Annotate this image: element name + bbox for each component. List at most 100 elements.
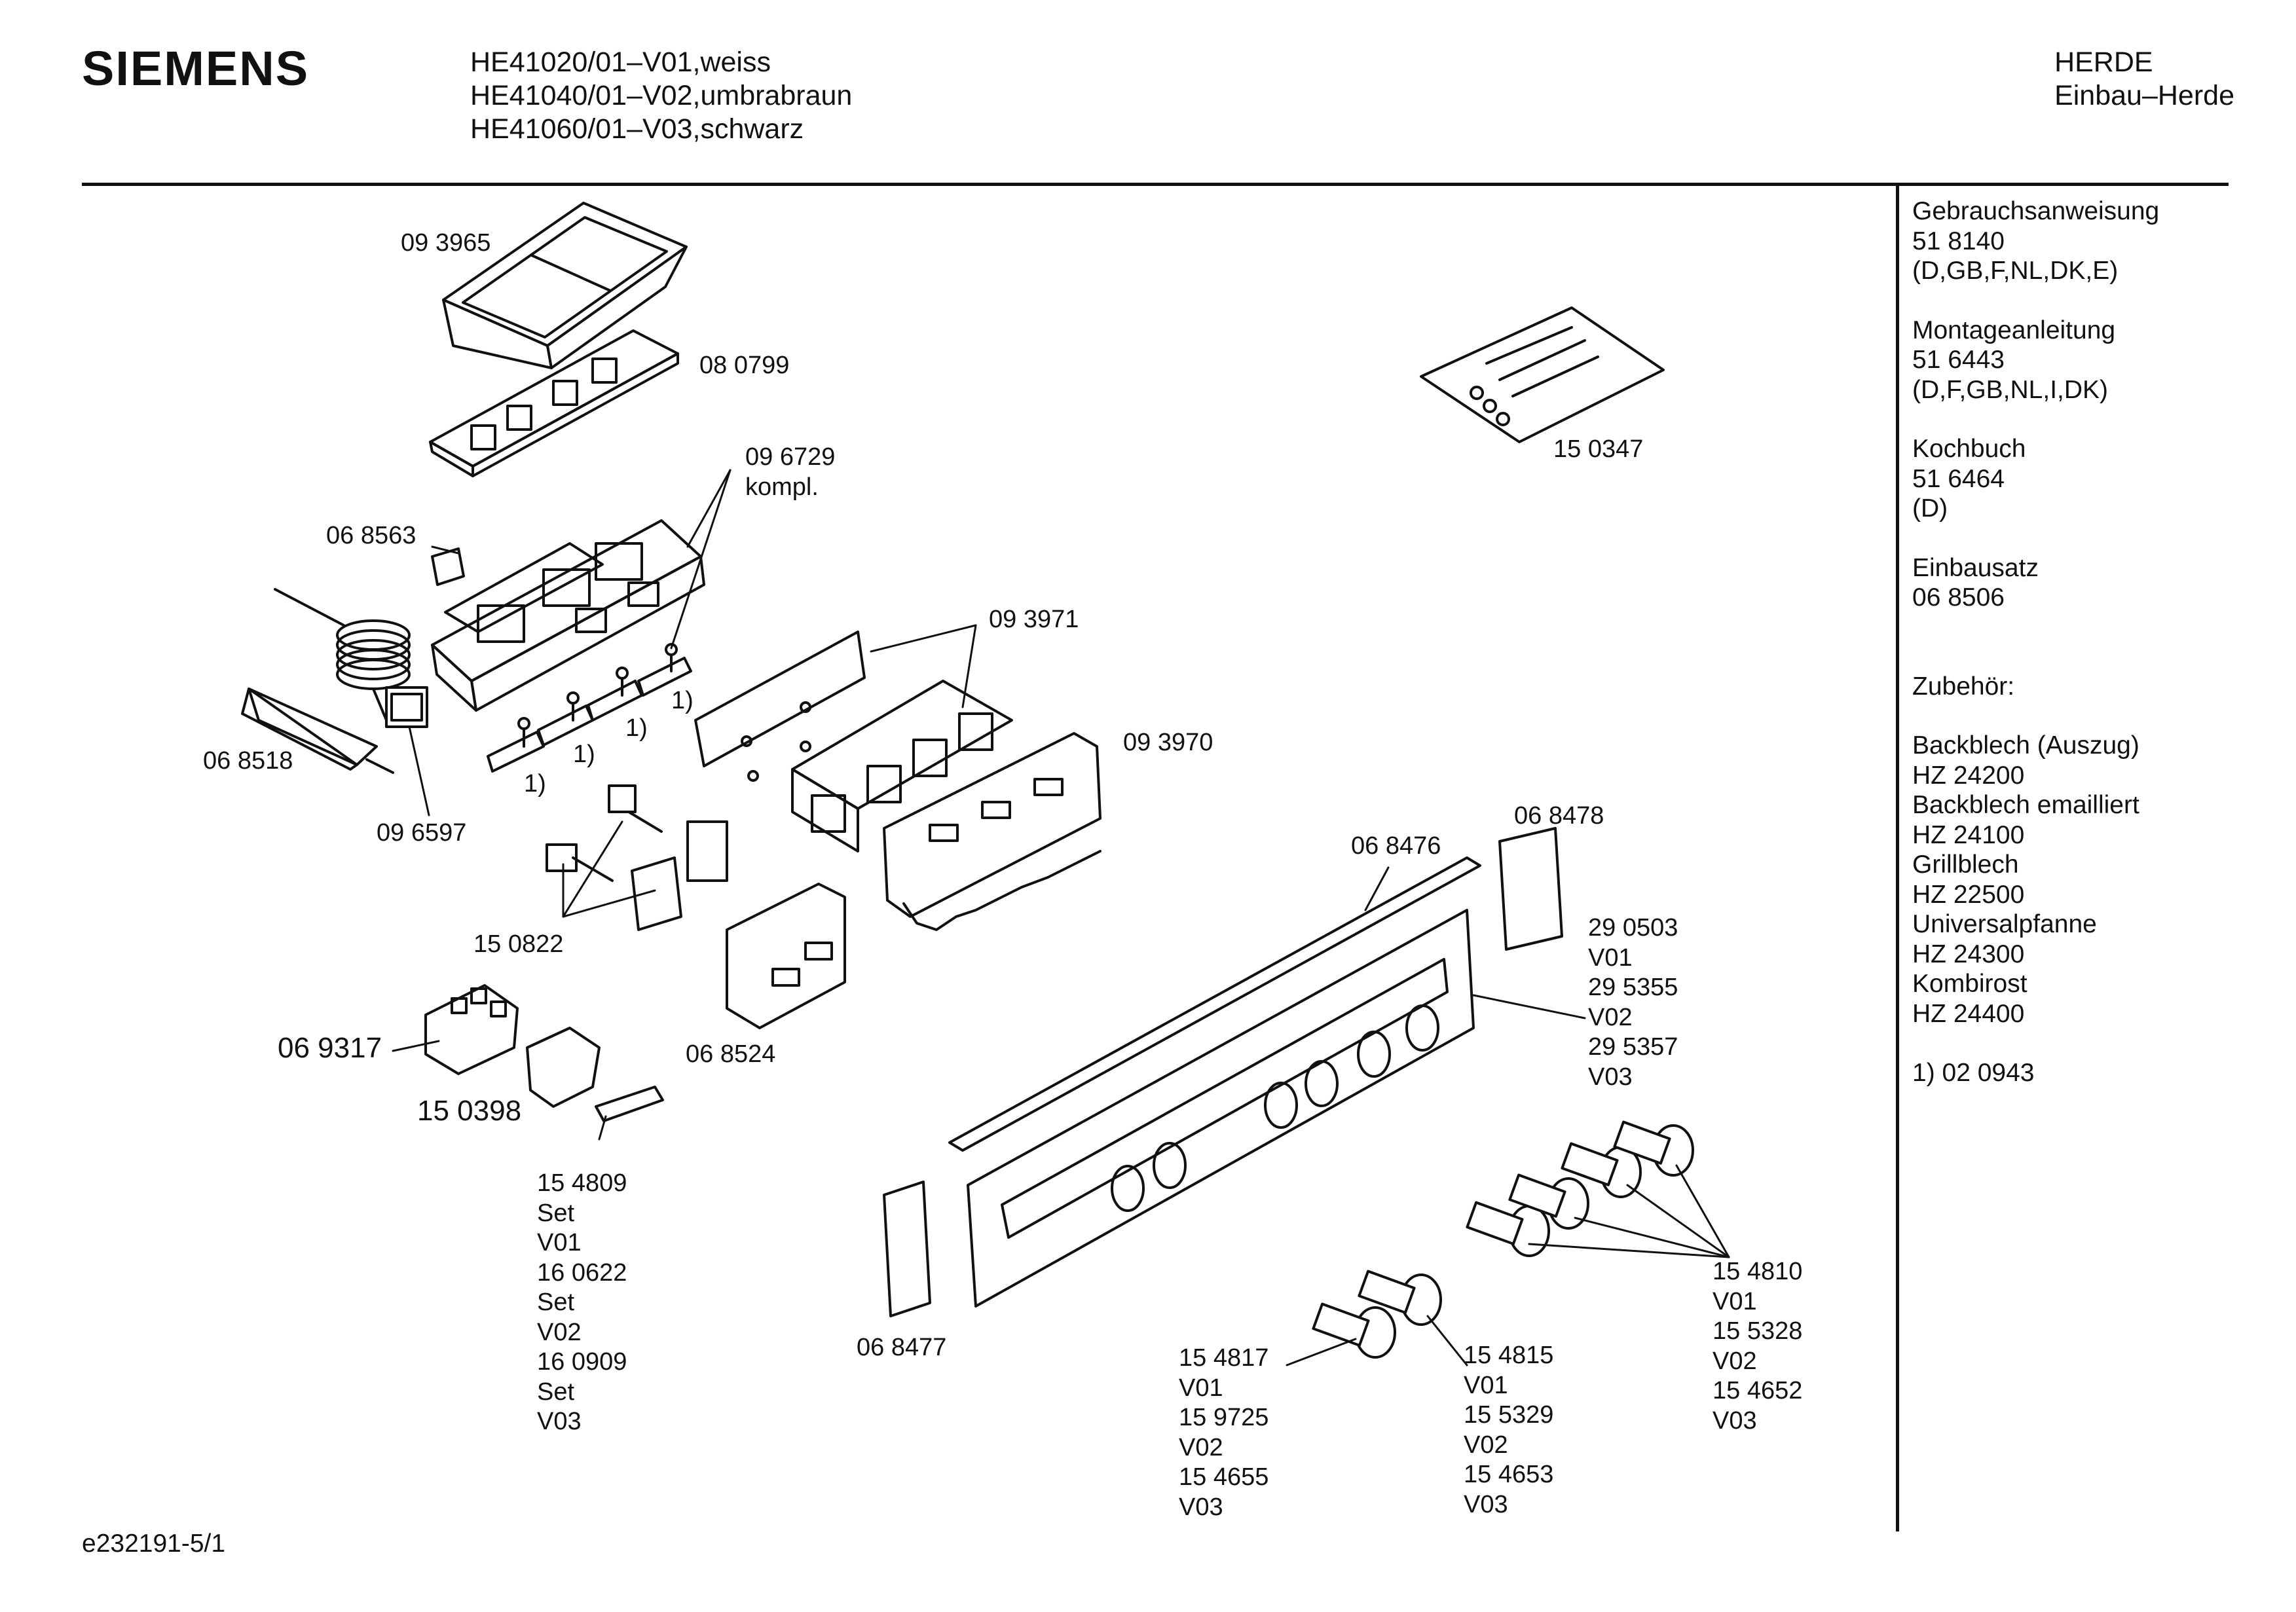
part-knob-group-154810 [1466, 1120, 1694, 1257]
label-line: V02 [537, 1318, 582, 1346]
part-connectors-150822 [546, 784, 728, 931]
category-line: Einbau–Herde [2054, 80, 2234, 111]
label-154810: 15 4810 V01 15 5328 V02 15 4652 V03 [1713, 1257, 1802, 1436]
sidebar-divider [1896, 186, 1899, 1531]
sidebar-line: Einbausatz [1912, 553, 2039, 582]
model-line: HE41060/01–V03,schwarz [470, 113, 804, 145]
footnote-marker: 1) [625, 714, 648, 742]
label-line: 29 0503 [1588, 914, 1678, 942]
part-terminal-069317 [424, 984, 519, 1075]
part-knob-group-154815 [1358, 1270, 1442, 1326]
label-line: V01 [1588, 943, 1633, 972]
sidebar-line: 1) 02 0943 [1912, 1059, 2035, 1087]
part-side-bracket-068477 [883, 1181, 931, 1317]
label-line: 15 4817 [1179, 1344, 1269, 1372]
label-line: V01 [1713, 1287, 1757, 1315]
label-line: 15 4655 [1179, 1463, 1269, 1491]
footnote-marker: 1) [671, 687, 694, 714]
sidebar-line: HZ 24400 [1912, 999, 2025, 1028]
sidebar-line: HZ 24100 [1912, 820, 2025, 849]
sidebar-line: Gebrauchsanweisung [1912, 197, 2160, 225]
part-tray-093965 [442, 202, 688, 369]
label-068478: 06 8478 [1514, 802, 1604, 830]
label-line: 15 9725 [1179, 1404, 1269, 1431]
label-096729: 09 6729 kompl. [745, 443, 835, 502]
label-line: 29 5355 [1588, 974, 1678, 1001]
sidebar-line: HZ 24200 [1912, 761, 2025, 790]
label-line: 15 4809 [537, 1169, 627, 1197]
label-line: 29 5357 [1588, 1033, 1678, 1061]
label-line: V03 [537, 1408, 582, 1435]
part-bracket-093971 [694, 631, 1013, 852]
label-068524: 06 8524 [686, 1040, 776, 1068]
label-290503: 29 0503 V01 29 5355 V02 29 5357 V03 [1588, 913, 1678, 1092]
part-knob-group-154817 [1312, 1302, 1396, 1359]
header-divider [82, 183, 2229, 186]
part-frame-080799 [429, 329, 679, 477]
model-list: HE41020/01–V01,weiss HE41040/01–V02,umbr… [470, 46, 852, 146]
part-bracket-068524 [726, 883, 846, 1029]
label-068476: 06 8476 [1351, 832, 1441, 860]
label-068477: 06 8477 [857, 1334, 947, 1361]
sidebar-group-manual: Gebrauchsanweisung 51 8140 (D,GB,F,NL,DK… [1912, 196, 2159, 286]
sidebar-group-accessories-heading: Zubehör: [1912, 672, 2159, 702]
label-068563: 06 8563 [326, 522, 417, 549]
sidebar-line: Backblech (Auszug) [1912, 731, 2139, 760]
label-line: 15 5328 [1713, 1317, 1803, 1345]
sidebar-group-accessories: Backblech (Auszug) HZ 24200 Backblech em… [1912, 731, 2159, 1029]
label-line: V01 [537, 1229, 582, 1256]
part-switch-contacts [487, 643, 692, 773]
sidebar-line: HZ 22500 [1912, 880, 2025, 909]
label-line: 16 0622 [537, 1258, 627, 1287]
sidebar-line: Grillblech [1912, 851, 2019, 879]
label-line: Set [537, 1199, 575, 1227]
sidebar-line: Kombirost [1912, 970, 2028, 998]
sidebar-line: 51 6443 [1912, 346, 2005, 374]
label-096597: 09 6597 [377, 819, 467, 847]
footnote-marker: 1) [573, 741, 595, 768]
label-line: V02 [1464, 1431, 1508, 1459]
sidebar-line: 51 6464 [1912, 464, 2005, 493]
sidebar-group-kit: Einbausatz 06 8506 [1912, 553, 2159, 613]
brand-logo: SIEMENS [82, 41, 310, 96]
part-cable-coil [274, 588, 411, 722]
label-150347: 15 0347 [1553, 435, 1644, 463]
sidebar-line: HZ 24300 [1912, 940, 2025, 968]
label-line: 09 6729 [745, 443, 836, 471]
part-control-panel-290503 [967, 909, 1475, 1308]
model-line: HE41020/01–V01,weiss [470, 46, 771, 78]
sidebar-line: Zubehör: [1912, 672, 2015, 701]
label-line: V02 [1588, 1003, 1633, 1031]
sidebar-line: (D) [1912, 494, 1948, 522]
model-line: HE41040/01–V02,umbrabraun [470, 80, 853, 111]
sidebar-line: Kochbuch [1912, 435, 2026, 463]
label-line: Set [537, 1289, 575, 1316]
sidebar-group-cookbook: Kochbuch 51 6464 (D) [1912, 434, 2159, 524]
footnote-marker: 1) [524, 770, 546, 797]
sidebar-line: Universalpfanne [1912, 910, 2097, 938]
label-line: V02 [1713, 1347, 1757, 1375]
label-068518: 06 8518 [203, 747, 293, 775]
label-069317: 06 9317 [278, 1032, 382, 1064]
sidebar-document-list: Gebrauchsanweisung 51 8140 (D,GB,F,NL,DK… [1912, 196, 2159, 1118]
sidebar-line: Backblech emailliert [1912, 791, 2139, 819]
label-line: 15 5329 [1464, 1401, 1554, 1429]
sidebar-group-installation: Montageanleitung 51 6443 (D,F,GB,NL,I,DK… [1912, 316, 2159, 405]
part-rail-068518 [241, 686, 428, 774]
label-line: 15 4810 [1713, 1258, 1803, 1285]
label-line: 15 4653 [1464, 1461, 1554, 1488]
sidebar-line: (D,F,GB,NL,I,DK) [1912, 375, 2109, 404]
label-line: V01 [1464, 1371, 1508, 1399]
label-080799: 08 0799 [699, 352, 790, 379]
label-154809: 15 4809 Set V01 16 0622 Set V02 16 0909 … [537, 1169, 627, 1437]
category-line: HERDE [2054, 46, 2153, 78]
label-line: V03 [1588, 1063, 1633, 1091]
label-line: V02 [1179, 1433, 1223, 1461]
part-bracket-093970 [883, 732, 1102, 931]
label-150822: 15 0822 [473, 930, 564, 958]
label-154817: 15 4817 V01 15 9725 V02 15 4655 V03 [1179, 1344, 1268, 1522]
sidebar-line: 06 8506 [1912, 583, 2005, 612]
category-block: HERDE Einbau–Herde [2054, 46, 2234, 113]
label-093965: 09 3965 [401, 229, 491, 257]
